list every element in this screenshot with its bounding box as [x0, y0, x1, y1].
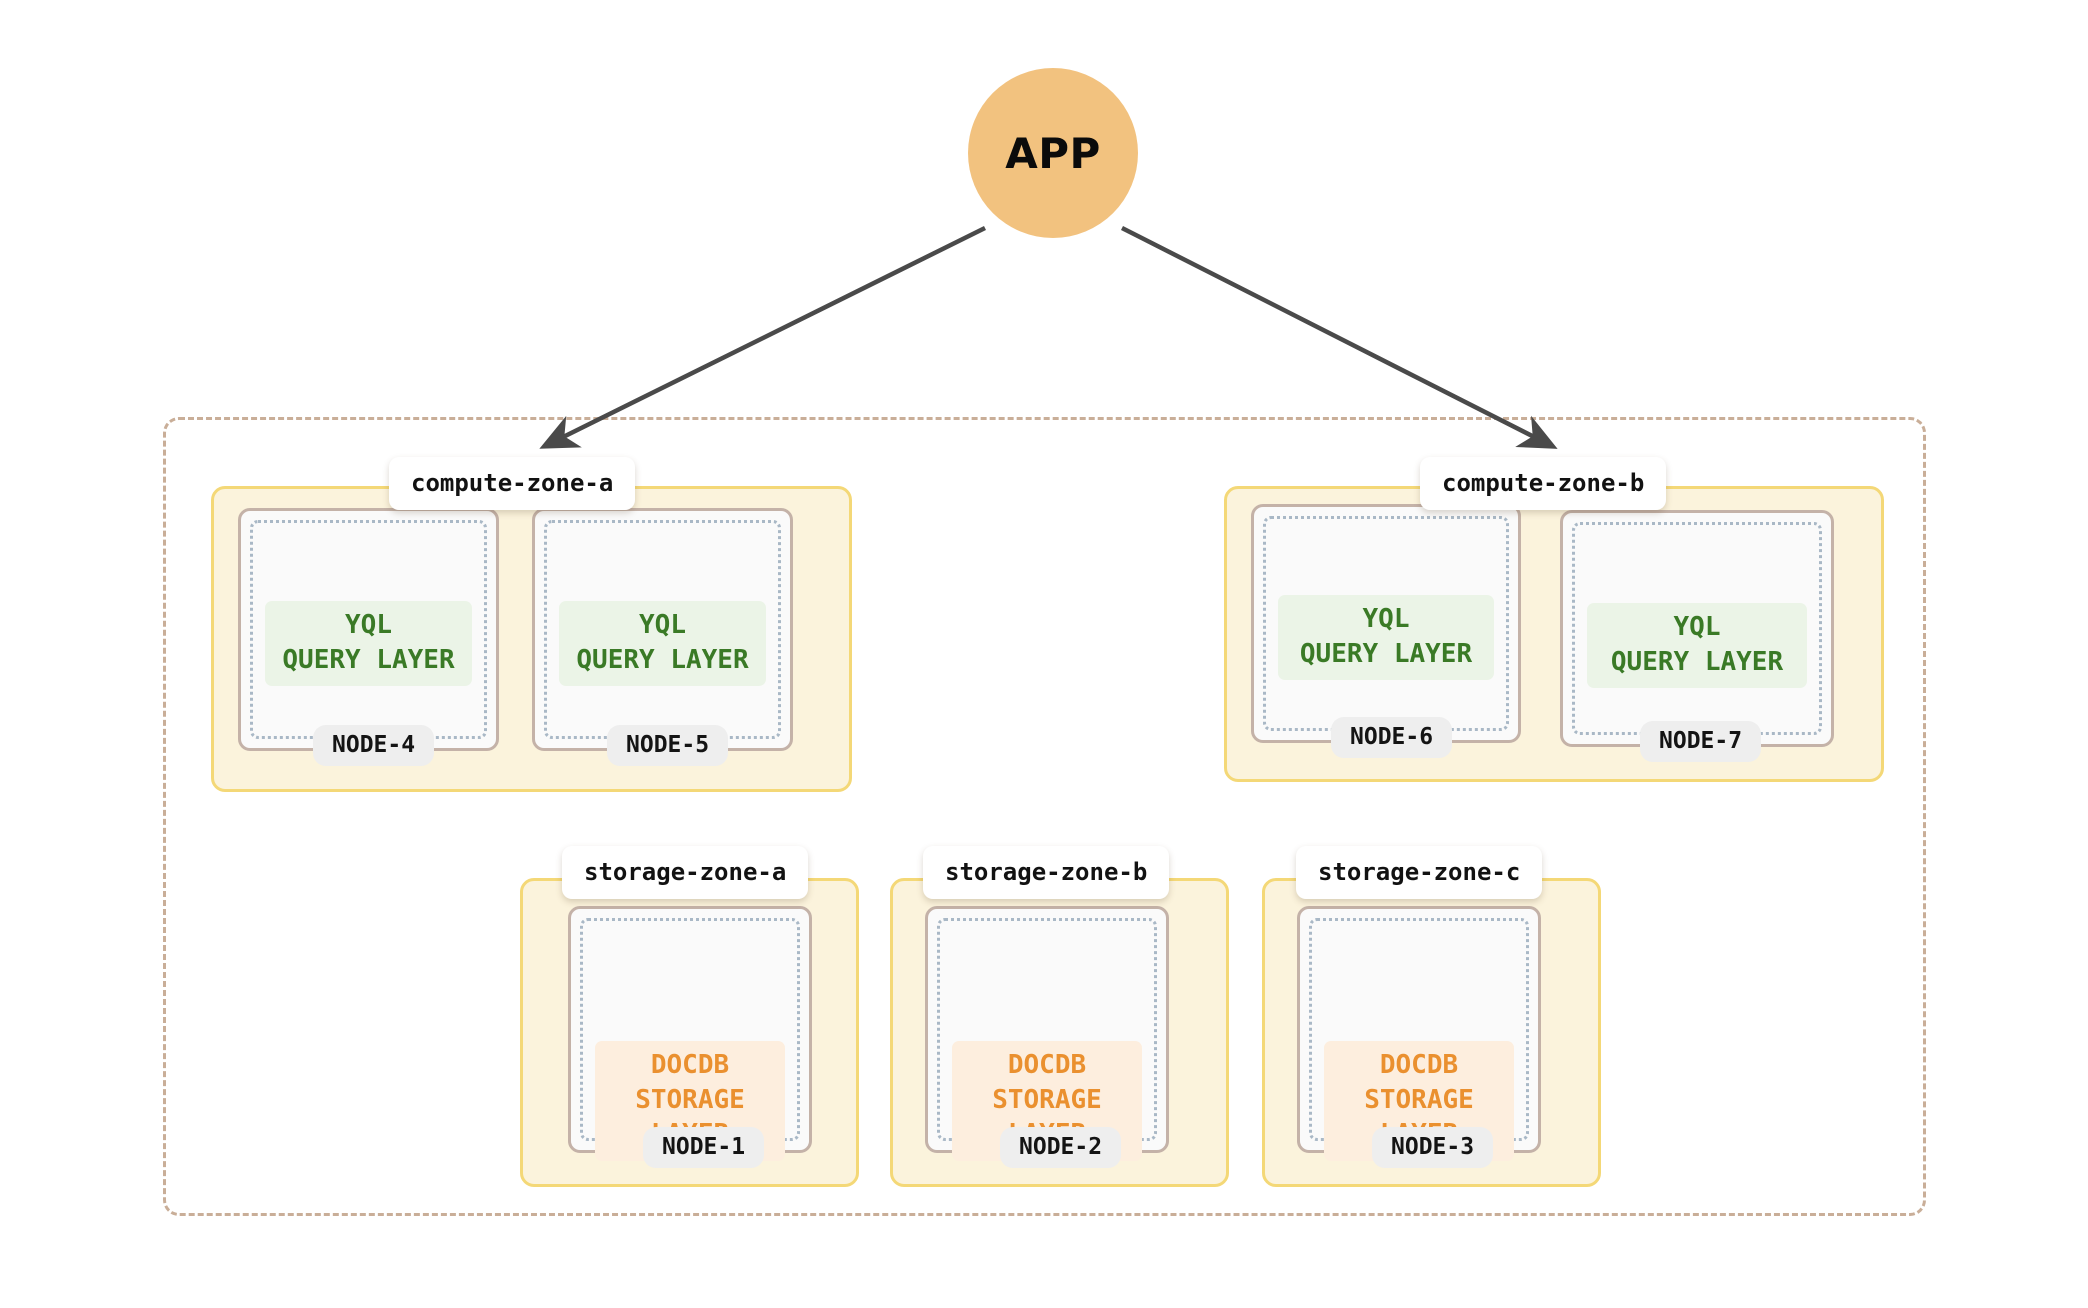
layer-line-1: DOCDB	[1007, 1050, 1087, 1080]
node-NODE-6[interactable]: YQL QUERY LAYER	[1251, 504, 1521, 743]
node-inner-NODE-5: YQL QUERY LAYER	[544, 520, 781, 739]
layer-badge-yql: YQL QUERY LAYER	[265, 601, 472, 687]
cluster-region	[163, 417, 1926, 1216]
layer-line-2: QUERY LAYER	[282, 644, 455, 675]
node-inner-NODE-4: YQL QUERY LAYER	[250, 520, 487, 739]
layer-line-1: DOCDB	[1379, 1050, 1459, 1080]
node-pill-NODE-3: NODE-3	[1372, 1127, 1494, 1168]
layer-line-2: QUERY LAYER	[576, 644, 749, 675]
layer-line-2: QUERY LAYER	[1610, 646, 1784, 677]
node-pill-NODE-4: NODE-4	[313, 725, 435, 766]
node-pill-NODE-5: NODE-5	[607, 725, 729, 766]
zone-label-compute-zone-a: compute-zone-a	[389, 457, 636, 510]
layer-line-1: YQL	[1362, 604, 1410, 634]
layer-badge-yql: YQL QUERY LAYER	[1278, 595, 1494, 681]
node-NODE-5[interactable]: YQL QUERY LAYER	[532, 508, 793, 751]
layer-line-1: YQL	[639, 610, 686, 640]
node-pill-NODE-2: NODE-2	[1000, 1127, 1122, 1168]
node-NODE-7[interactable]: YQL QUERY LAYER	[1560, 510, 1834, 747]
node-pill-NODE-1: NODE-1	[643, 1127, 765, 1168]
zone-label-compute-zone-b: compute-zone-b	[1420, 457, 1667, 510]
app-label: APP	[1005, 128, 1101, 178]
layer-line-1: YQL	[1673, 612, 1721, 642]
zone-label-storage-zone-a: storage-zone-a	[562, 846, 809, 899]
layer-badge-yql: YQL QUERY LAYER	[1587, 603, 1807, 689]
zone-label-storage-zone-b: storage-zone-b	[923, 846, 1170, 899]
arrow-app-to-compute-zone-a	[539, 225, 986, 449]
node-inner-NODE-6: YQL QUERY LAYER	[1263, 516, 1509, 731]
node-inner-NODE-7: YQL QUERY LAYER	[1572, 522, 1822, 735]
zone-label-storage-zone-c: storage-zone-c	[1296, 846, 1543, 899]
node-pill-NODE-6: NODE-6	[1331, 717, 1453, 758]
layer-badge-yql: YQL QUERY LAYER	[559, 601, 766, 687]
layer-line-1: YQL	[345, 610, 392, 640]
node-NODE-4[interactable]: YQL QUERY LAYER	[238, 508, 499, 751]
app-node[interactable]: APP	[968, 68, 1138, 238]
arrow-app-to-compute-zone-b	[1120, 225, 1558, 449]
node-pill-NODE-7: NODE-7	[1640, 721, 1762, 762]
layer-line-2: QUERY LAYER	[1299, 638, 1473, 669]
layer-line-1: DOCDB	[650, 1050, 730, 1080]
